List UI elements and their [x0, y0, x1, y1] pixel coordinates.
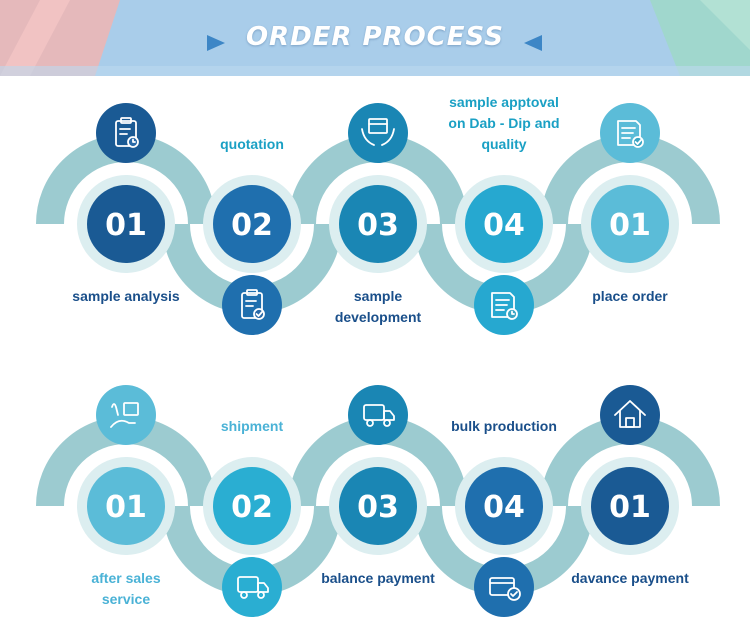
step-circle — [87, 467, 165, 545]
document-check-icon — [600, 103, 660, 163]
banner-background — [0, 0, 750, 76]
step-circle — [339, 185, 417, 263]
clipboard-clock-icon — [96, 103, 156, 163]
step-label: bulk production — [451, 418, 557, 434]
step-label: place order — [592, 288, 668, 304]
step-circle — [591, 467, 669, 545]
hand-box-icon — [96, 385, 156, 445]
step-circle — [591, 185, 669, 263]
step-number: 01 — [609, 208, 651, 243]
step-number: 02 — [231, 490, 273, 525]
step-label: sample development — [334, 288, 422, 325]
header-banner: ORDER PROCESS — [0, 0, 750, 76]
step-number: 04 — [483, 208, 525, 243]
page-title: ORDER PROCESS — [245, 22, 505, 52]
step-label: balance payment — [321, 570, 435, 586]
process-row-1: 01 02 03 04 01 sample analysis quotation sample… — [0, 94, 750, 360]
step-circle — [465, 467, 543, 545]
step-label: after sales service — [91, 570, 161, 607]
step-circle — [213, 185, 291, 263]
card-check-icon — [474, 557, 534, 617]
process-row-2: 01 02 03 04 01 after sales service shipment bal… — [0, 382, 750, 642]
step-circle — [87, 185, 165, 263]
arrow-right-icon — [524, 35, 542, 51]
clipboard-check-icon — [222, 275, 282, 335]
step-number: 03 — [357, 490, 399, 525]
step-circle — [465, 185, 543, 263]
step-number: 01 — [609, 490, 651, 525]
step-label: sample apptoval on Dab - Dip and quality — [448, 94, 560, 152]
step-label: quotation — [220, 136, 284, 152]
house-icon — [600, 385, 660, 445]
step-circle — [213, 467, 291, 545]
document-clock-icon — [474, 275, 534, 335]
step-number: 04 — [483, 490, 525, 525]
step-label: sample analysis — [72, 288, 180, 304]
box-hands-icon — [348, 103, 408, 163]
delivery-truck-icon — [222, 557, 282, 617]
step-label: shipment — [220, 418, 284, 434]
step-circle — [339, 467, 417, 545]
step-number: 01 — [105, 490, 147, 525]
process-graphic: 01 02 03 04 01 — [36, 103, 720, 335]
step-number: 03 — [357, 208, 399, 243]
step-label: davance payment — [571, 570, 689, 586]
delivery-truck-icon — [348, 385, 408, 445]
step-number: 02 — [231, 208, 273, 243]
arrow-left-icon — [207, 35, 225, 51]
process-graphic: 01 02 03 04 01 — [36, 385, 720, 617]
step-number: 01 — [105, 208, 147, 243]
